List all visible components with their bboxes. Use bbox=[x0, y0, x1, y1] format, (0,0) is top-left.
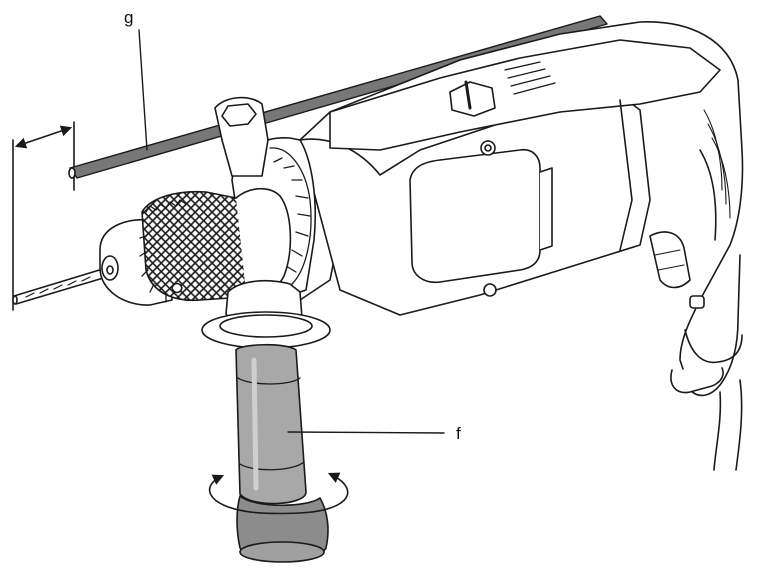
leader-line-g bbox=[138, 29, 148, 151]
drill-bit bbox=[12, 267, 111, 305]
rotation-arrow-icon bbox=[208, 472, 349, 515]
depth-dimension bbox=[12, 121, 75, 311]
side-handle bbox=[201, 279, 331, 563]
depth-rod-clamp bbox=[214, 96, 269, 177]
callout-label-f: f bbox=[456, 424, 461, 443]
depth-arrow-icon bbox=[14, 125, 73, 149]
callout-label-g: g bbox=[124, 8, 134, 27]
drill-chuck bbox=[99, 187, 292, 306]
leader-line-f bbox=[287, 431, 445, 434]
